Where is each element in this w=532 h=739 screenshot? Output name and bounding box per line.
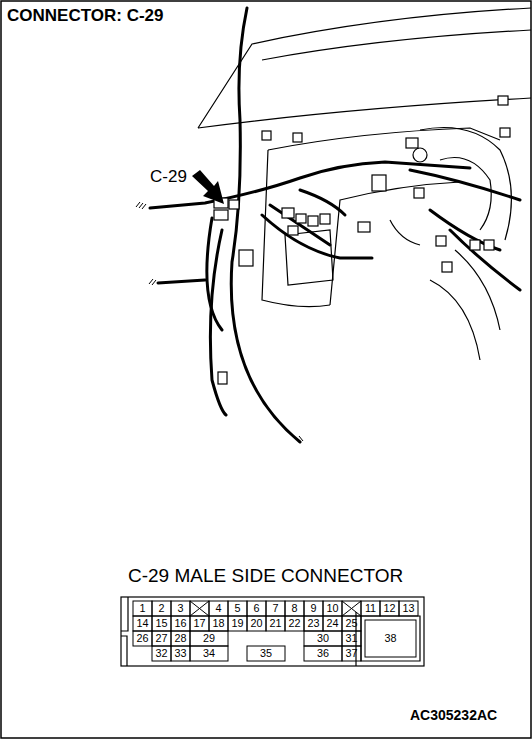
pin-cell: [380, 601, 399, 616]
pin-number: 21: [266, 616, 285, 631]
pin-cell: [365, 620, 416, 657]
pin-cell: [152, 631, 171, 646]
harness-connectors: [214, 96, 510, 384]
unused-cavity: [190, 601, 209, 616]
pin-cell: [399, 601, 418, 616]
pin-number: 18: [209, 616, 228, 631]
pin-cell: [152, 601, 171, 616]
pin-number: 5: [228, 601, 247, 616]
pin-number: 8: [285, 601, 304, 616]
pin-number: 16: [171, 616, 190, 631]
pin-number: 3: [171, 601, 190, 616]
pin-number: 15: [152, 616, 171, 631]
pin-cell: [247, 601, 266, 616]
pin-cell: [228, 601, 247, 616]
pin-cell: [247, 616, 266, 631]
pin-number: 19: [228, 616, 247, 631]
wire-harness: [150, 8, 520, 442]
pin-number: 11: [361, 601, 380, 616]
pin-cell: [323, 601, 342, 616]
pin-number: 28: [171, 631, 190, 646]
pin-cell: [209, 601, 228, 616]
pin-cell: [266, 616, 285, 631]
pin-number: 26: [133, 631, 152, 646]
pin-cell: [190, 631, 228, 646]
cut-ends: [136, 202, 303, 443]
pin-number: 10: [323, 601, 342, 616]
pin-number: 20: [247, 616, 266, 631]
pin-cell: [304, 616, 323, 631]
pin-cell: [247, 646, 285, 661]
pin-number: 33: [171, 646, 190, 661]
pin-cell: [323, 616, 342, 631]
pin-cell: [190, 646, 228, 661]
pin-number: 31: [342, 631, 361, 646]
pin-number: 27: [152, 631, 171, 646]
view-heading: C-29 MALE SIDE CONNECTOR: [128, 566, 403, 585]
pin-number: 35: [247, 646, 285, 661]
pin-cell: [361, 601, 380, 616]
pin-cell: [152, 616, 171, 631]
pin-number: 6: [247, 601, 266, 616]
pin-cell: [342, 631, 361, 646]
pin-number: 24: [323, 616, 342, 631]
pin-number: 22: [285, 616, 304, 631]
pin-cell: [171, 631, 190, 646]
pin-cell: [133, 601, 152, 616]
pin-cell: [209, 616, 228, 631]
unused-cavity: [342, 601, 361, 616]
pin-number: 7: [266, 601, 285, 616]
pin-number: 12: [380, 601, 399, 616]
pin-cell: [171, 616, 190, 631]
pin-number: 29: [190, 631, 228, 646]
pin-cells: [133, 601, 418, 661]
pin-cell: [133, 616, 152, 631]
pin-number: 38: [365, 620, 416, 657]
connector-housing: [121, 597, 424, 666]
pin-cell: [266, 601, 285, 616]
diagram-title: CONNECTOR: C-29: [7, 7, 163, 24]
pin-number: 32: [152, 646, 171, 661]
pin-cell: [190, 616, 209, 631]
pin-cell: [171, 601, 190, 616]
pin-cell: [342, 646, 361, 661]
pin-cell: [285, 616, 304, 631]
pin-number: 25: [342, 616, 361, 631]
pin-number: 2: [152, 601, 171, 616]
pin-cell: [304, 646, 342, 661]
pin-number: 1: [133, 601, 152, 616]
pin-number: 36: [304, 646, 342, 661]
pin-number: 14: [133, 616, 152, 631]
pin-cell: [133, 631, 152, 646]
pin-cell: [304, 631, 342, 646]
pin-number: 30: [304, 631, 342, 646]
pin-number: 9: [304, 601, 323, 616]
pin-number: 23: [304, 616, 323, 631]
pin-number: 4: [209, 601, 228, 616]
pin-cell: [304, 601, 323, 616]
figure-code: AC305232AC: [410, 708, 497, 722]
pin-cell: [171, 646, 190, 661]
pin-cell: [152, 646, 171, 661]
connector-callout: C-29: [150, 168, 187, 185]
pointer-arrow: [192, 170, 224, 204]
pin-cell: [228, 616, 247, 631]
dashboard-outline: [198, 8, 531, 360]
pin-number: 37: [342, 646, 361, 661]
pin-cell: [285, 601, 304, 616]
pin-number: 13: [399, 601, 418, 616]
pin-number: 17: [190, 616, 209, 631]
pin-cell: [342, 616, 361, 631]
pin-number: 34: [190, 646, 228, 661]
